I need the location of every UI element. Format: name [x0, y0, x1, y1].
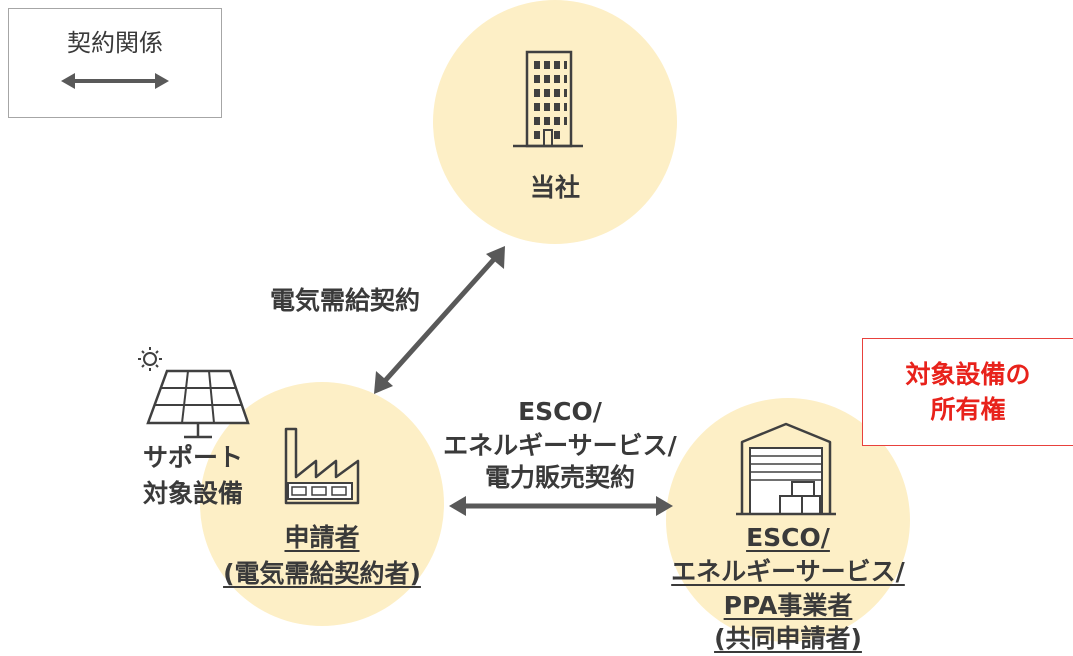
solar-panel-icon [138, 347, 250, 439]
factory-icon [284, 427, 360, 505]
legend-box: 契約関係 [8, 8, 222, 118]
applicant-label-1: 申請者 [284, 523, 360, 552]
ownership-label: 対象設備の 所有権 [863, 357, 1073, 427]
ownership-label-1: 対象設備の [905, 360, 1031, 389]
esco-node-label-4: (共同申請者) [714, 624, 862, 653]
ownership-box: 対象設備の 所有権 [862, 338, 1073, 446]
applicant-label-2: (電気需給契約者) [223, 559, 421, 588]
esco-contract-label-3: 電力販売契約 [484, 463, 635, 492]
support-label-1: サポート [142, 443, 243, 472]
esco-node-label-3: PPA事業者 [723, 591, 853, 620]
esco-contract-label-1: ESCO/ [518, 397, 602, 426]
warehouse-icon [736, 422, 836, 516]
power-supply-contract-label: 電気需給契約 [269, 286, 420, 315]
ownership-label-2: 所有権 [930, 395, 1006, 424]
legend-title: 契約関係 [67, 29, 163, 57]
building-icon [513, 50, 583, 148]
company-label: 当社 [529, 173, 580, 202]
esco-node-label-1: ESCO/ [746, 523, 830, 552]
legend-arrow-icon [61, 73, 169, 89]
esco-node-label-2: エネルギーサービス/ [671, 557, 905, 586]
support-label-2: 対象設備 [142, 479, 243, 508]
esco-contract-label-2: エネルギーサービス/ [443, 431, 677, 460]
